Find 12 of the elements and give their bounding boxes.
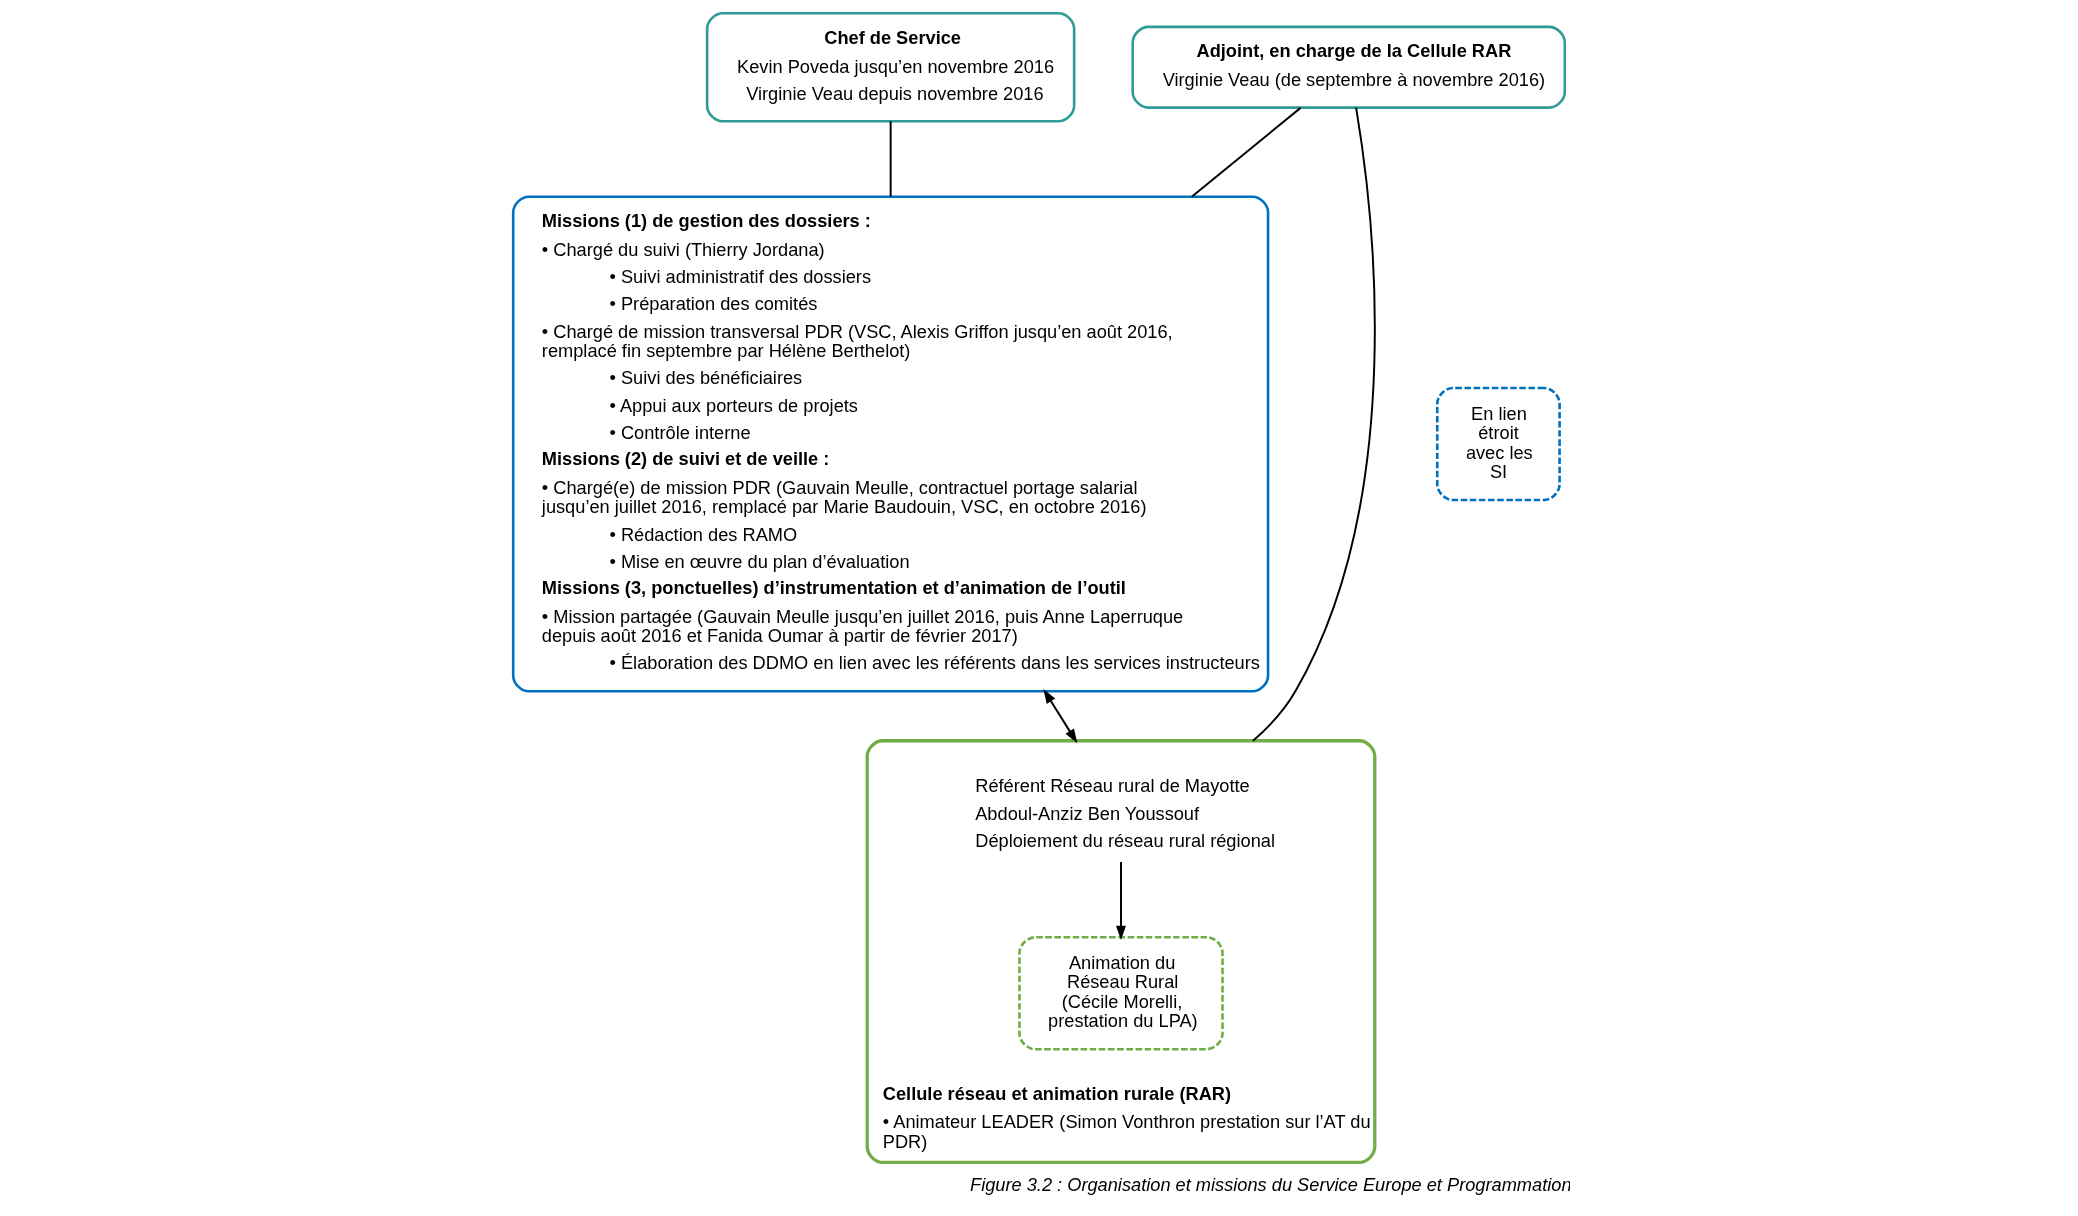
node-box: Missions (1) de gestion des dossiers : • Chargé du suivi (Thierry Jordana) • Suivi administratif des dossiers • Préparation des comités • Chargé de mission transversal PDR (VSC, Alexis Griffon jusqu’en août 2016, remplacé fin septembre par Hélène Berthelot) • Suivi des bénéficiaires • Appui aux porteurs de projets • Contrôle interne Missions (2) de suivi et de veille : • Chargé(e) de mission PDR (Gauvain Meulle, contractuel portage salarial jusqu’en juillet 2016, remplacé par Marie Baudouin, VSC, en octobre 2016) • Rédaction des RAMO • Mise en œuvre du plan d’évaluation Missions (3, ponctuelles) d’instrumentation et d’animation de l’outil • Mission partagée (Gauvain Meulle jusqu’en juillet 2016, puis Anne Laperruque depuis août 2016 et Fanida Oumar à partir de février 2017) • Élaboration des DDMO en lien avec les référents dans les services instructeurs — [511, 195, 1270, 693]
node-box: Animation du Réseau Rural (Cécile Morelli, prestation du LPA) — [1018, 935, 1224, 1051]
connector — [1252, 106, 1376, 742]
node-text: Référent Réseau rural de Mayotte Abdoul-Anziz Ben Youssouf Déploiement du réseau rural régional — [975, 776, 1276, 852]
connector — [889, 120, 892, 198]
node-box: Chef de Service Kevin Poveda jusqu’en novembre 2016 Virginie Veau depuis novembre 2016 — [705, 11, 1076, 123]
node-box: Adjoint, en charge de la Cellule RAR Virginie Veau (de septembre à novembre 2016) — [1131, 25, 1567, 109]
arrow — [1043, 689, 1078, 744]
arrow — [1115, 860, 1126, 941]
connector — [1191, 106, 1302, 198]
caption: Figure 3.2 : Organisation et missions du Service Europe et Programmation — [970, 1175, 1572, 1196]
node-box: En lien étroit avec les SI — [1435, 386, 1561, 502]
